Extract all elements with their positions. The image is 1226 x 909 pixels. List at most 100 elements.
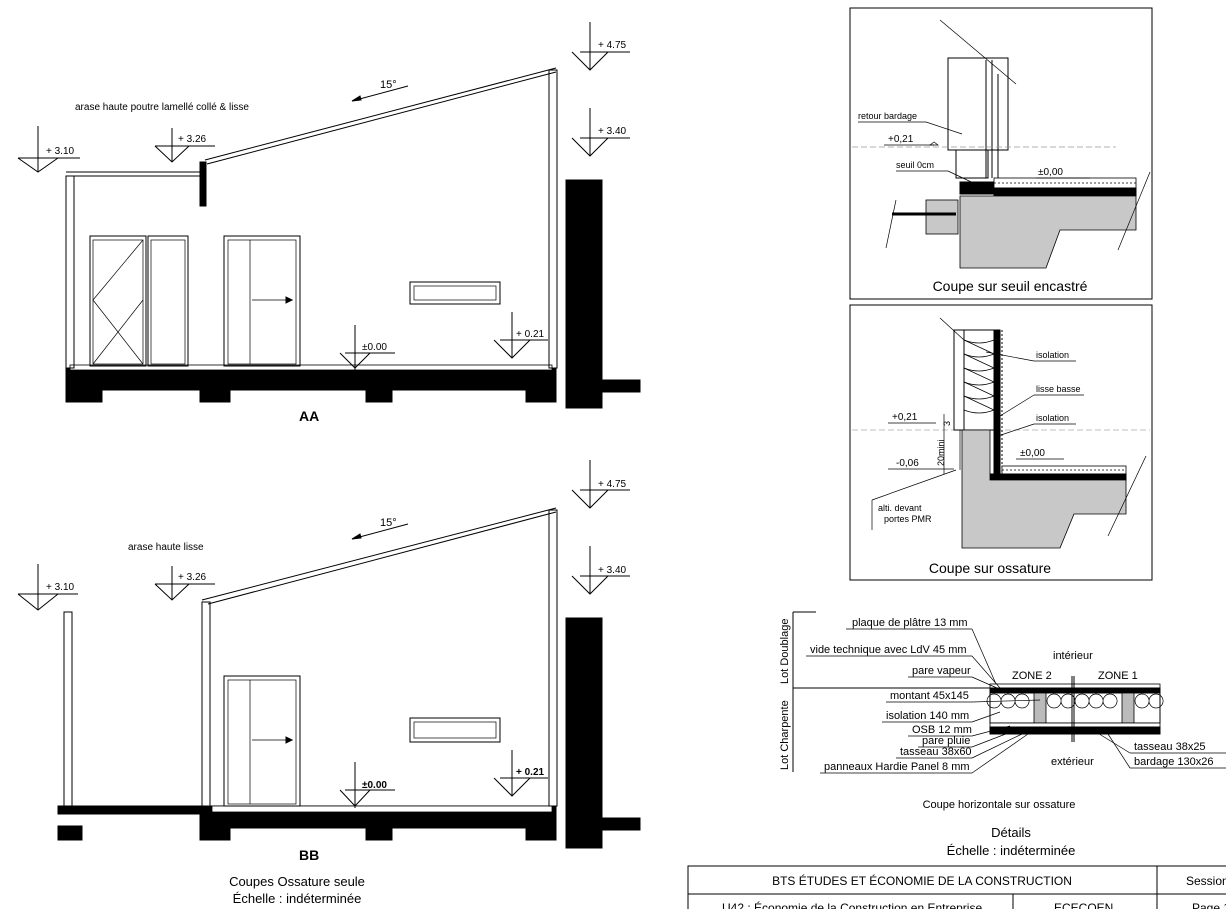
- bb-neighbour-wall: [565, 617, 603, 849]
- svg-text:+ 0.21: + 0.21: [516, 329, 545, 340]
- horiz-interieur: intérieur: [1053, 650, 1093, 662]
- ossature-plus021: +0,21: [892, 412, 918, 423]
- aa-glulam-beam: [199, 161, 207, 207]
- svg-text:+ 3.40: + 3.40: [598, 126, 627, 137]
- svg-text:+ 3.40: + 3.40: [598, 565, 627, 576]
- bb-mid-wall: [201, 601, 211, 809]
- aa-right-wall: [548, 69, 558, 369]
- detail-seuil: retour bardage +0,21 seuil 0cm ±0,00 Cou…: [849, 7, 1153, 300]
- detail-horizontal: Lot Doublage Lot Charpente intérieur ZON…: [779, 611, 1226, 811]
- svg-text:±0.00: ±0.00: [362, 342, 387, 353]
- aa-section-label: AA: [299, 408, 319, 424]
- section-aa: 15° + 3.10 + 3.26 aras: [17, 22, 641, 424]
- ossature-concrete: [961, 429, 1127, 549]
- horiz-left-labels: plaque de plâtre 13 mm vide technique av…: [806, 617, 1041, 774]
- bb-level-310: + 3.10: [17, 564, 78, 611]
- right-caption-line2: Échelle : indéterminée: [947, 843, 1076, 858]
- horiz-caption: Coupe horizontale sur ossature: [923, 799, 1076, 811]
- seuil-zero: ±0,00: [1038, 167, 1063, 178]
- bb-lisse-note: arase haute lisse: [128, 542, 204, 553]
- bb-door-frame: [223, 675, 301, 807]
- bb-level-475: + 4.75: [571, 460, 630, 509]
- svg-text:+ 4.75: + 4.75: [598, 40, 627, 51]
- titleblock-unit: U42 : Économie de la Construction en Ent…: [722, 900, 982, 909]
- aa-footing: [525, 387, 557, 403]
- left-caption-line2: Échelle : indéterminée: [233, 891, 362, 906]
- horiz-l4: montant 45x145: [890, 690, 969, 702]
- aa-level-475: + 4.75: [571, 22, 630, 71]
- bb-roof-line: [201, 507, 557, 601]
- ossature-dim-20: 20mini: [936, 439, 946, 466]
- bb-left-wall: [63, 611, 73, 809]
- aa-beam-note: arase haute poutre lamellé collé & lisse: [75, 102, 249, 113]
- svg-text:+ 4.75: + 4.75: [598, 479, 627, 490]
- aa-footing: [199, 387, 231, 403]
- aa-roof-line: [204, 67, 557, 161]
- bb-level-326: + 3.26: [154, 566, 215, 601]
- ossature-dim-3: 3: [942, 421, 952, 426]
- lot-charpente-label: Lot Charpente: [779, 700, 791, 770]
- svg-text:+ 3.10: + 3.10: [46, 582, 75, 593]
- aa-door-frame: [223, 235, 301, 367]
- horiz-l3: pare vapeur: [912, 665, 971, 677]
- ossature-lisse: lisse basse: [1036, 384, 1081, 394]
- horiz-l5: isolation 140 mm: [886, 710, 969, 722]
- horiz-exterieur: extérieur: [1051, 756, 1094, 768]
- detail-seuil-frame: [849, 7, 1153, 300]
- aa-floor-slab: [65, 367, 557, 391]
- titleblock-session: Session: [1186, 874, 1226, 888]
- horiz-l6: OSB 12 mm: [912, 724, 972, 736]
- bb-level-021: + 0.21: [493, 750, 548, 797]
- detail-ossature: 3 20mini isolation lisse basse isolation…: [849, 304, 1153, 581]
- ossature-isolation1: isolation: [1036, 350, 1069, 360]
- bb-level-000: ±0.00: [339, 762, 395, 808]
- aa-level-340: + 3.40: [571, 108, 630, 157]
- right-caption-line1: Détails: [991, 825, 1031, 840]
- aa-left-wall: [65, 175, 75, 369]
- ossature-minus006: -0,06: [896, 458, 919, 469]
- seuil-concrete-slab: [959, 195, 1137, 269]
- aa-window-frame: [147, 235, 189, 367]
- svg-text:±0.00: ±0.00: [362, 780, 387, 791]
- aa-footing: [365, 387, 393, 403]
- ossature-isolation2: isolation: [1036, 413, 1069, 423]
- seuil-retour-label: retour bardage: [858, 111, 917, 121]
- ossature-alti1: alti. devant: [878, 503, 922, 513]
- horiz-l8: tasseau 38x60: [900, 746, 972, 758]
- section-bb: 15° + 3.10 + 3.26 arase haute lisse + 4.…: [17, 460, 641, 863]
- aa-level-021: + 0.21: [493, 312, 548, 359]
- bb-floor-slab: [199, 809, 557, 829]
- title-block: BTS ÉTUDES ET ÉCONOMIE DE LA CONSTRUCTIO…: [687, 865, 1226, 909]
- bb-right-wall: [548, 509, 558, 807]
- aa-neighbour-wall: [565, 179, 603, 409]
- aa-level-326: + 3.26: [154, 128, 215, 163]
- horiz-l1: plaque de plâtre 13 mm: [852, 617, 968, 629]
- seuil-label: seuil 0cm: [896, 160, 934, 170]
- titleblock-bts: BTS ÉTUDES ET ÉCONOMIE DE LA CONSTRUCTIO…: [772, 873, 1072, 888]
- aa-slope-label: 15°: [380, 79, 397, 91]
- bb-high-window: [409, 717, 501, 743]
- svg-text:+ 3.10: + 3.10: [46, 146, 75, 157]
- horiz-zone2: ZONE 2: [1012, 670, 1052, 682]
- svg-text:+ 3.26: + 3.26: [178, 134, 207, 145]
- horiz-l7: pare pluie: [922, 735, 970, 747]
- aa-window-frame: [89, 235, 147, 367]
- detail-ossature-frame: [849, 304, 1153, 581]
- aa-level-000: ±0.00: [339, 325, 395, 370]
- ossature-zero: ±0,00: [1020, 448, 1045, 459]
- bb-level-340: + 3.40: [571, 546, 630, 595]
- seuil-plus021: +0,21: [888, 134, 914, 145]
- svg-text:+ 3.26: + 3.26: [178, 572, 207, 583]
- titleblock-page: Page 1: [1192, 901, 1226, 909]
- lot-doublage-label: Lot Doublage: [779, 619, 791, 684]
- ossature-alti2: portes PMR: [884, 514, 932, 524]
- detail-seuil-title: Coupe sur seuil encastré: [933, 278, 1088, 294]
- aa-high-window: [409, 281, 501, 305]
- horiz-l2: vide technique avec LdV 45 mm: [810, 644, 967, 656]
- aa-level-310: + 3.10: [17, 126, 80, 173]
- bb-slope-label: 15°: [380, 517, 397, 529]
- horiz-zone1: ZONE 1: [1098, 670, 1138, 682]
- bb-section-label: BB: [299, 847, 319, 863]
- titleblock-code: ECECOEN: [1054, 901, 1113, 909]
